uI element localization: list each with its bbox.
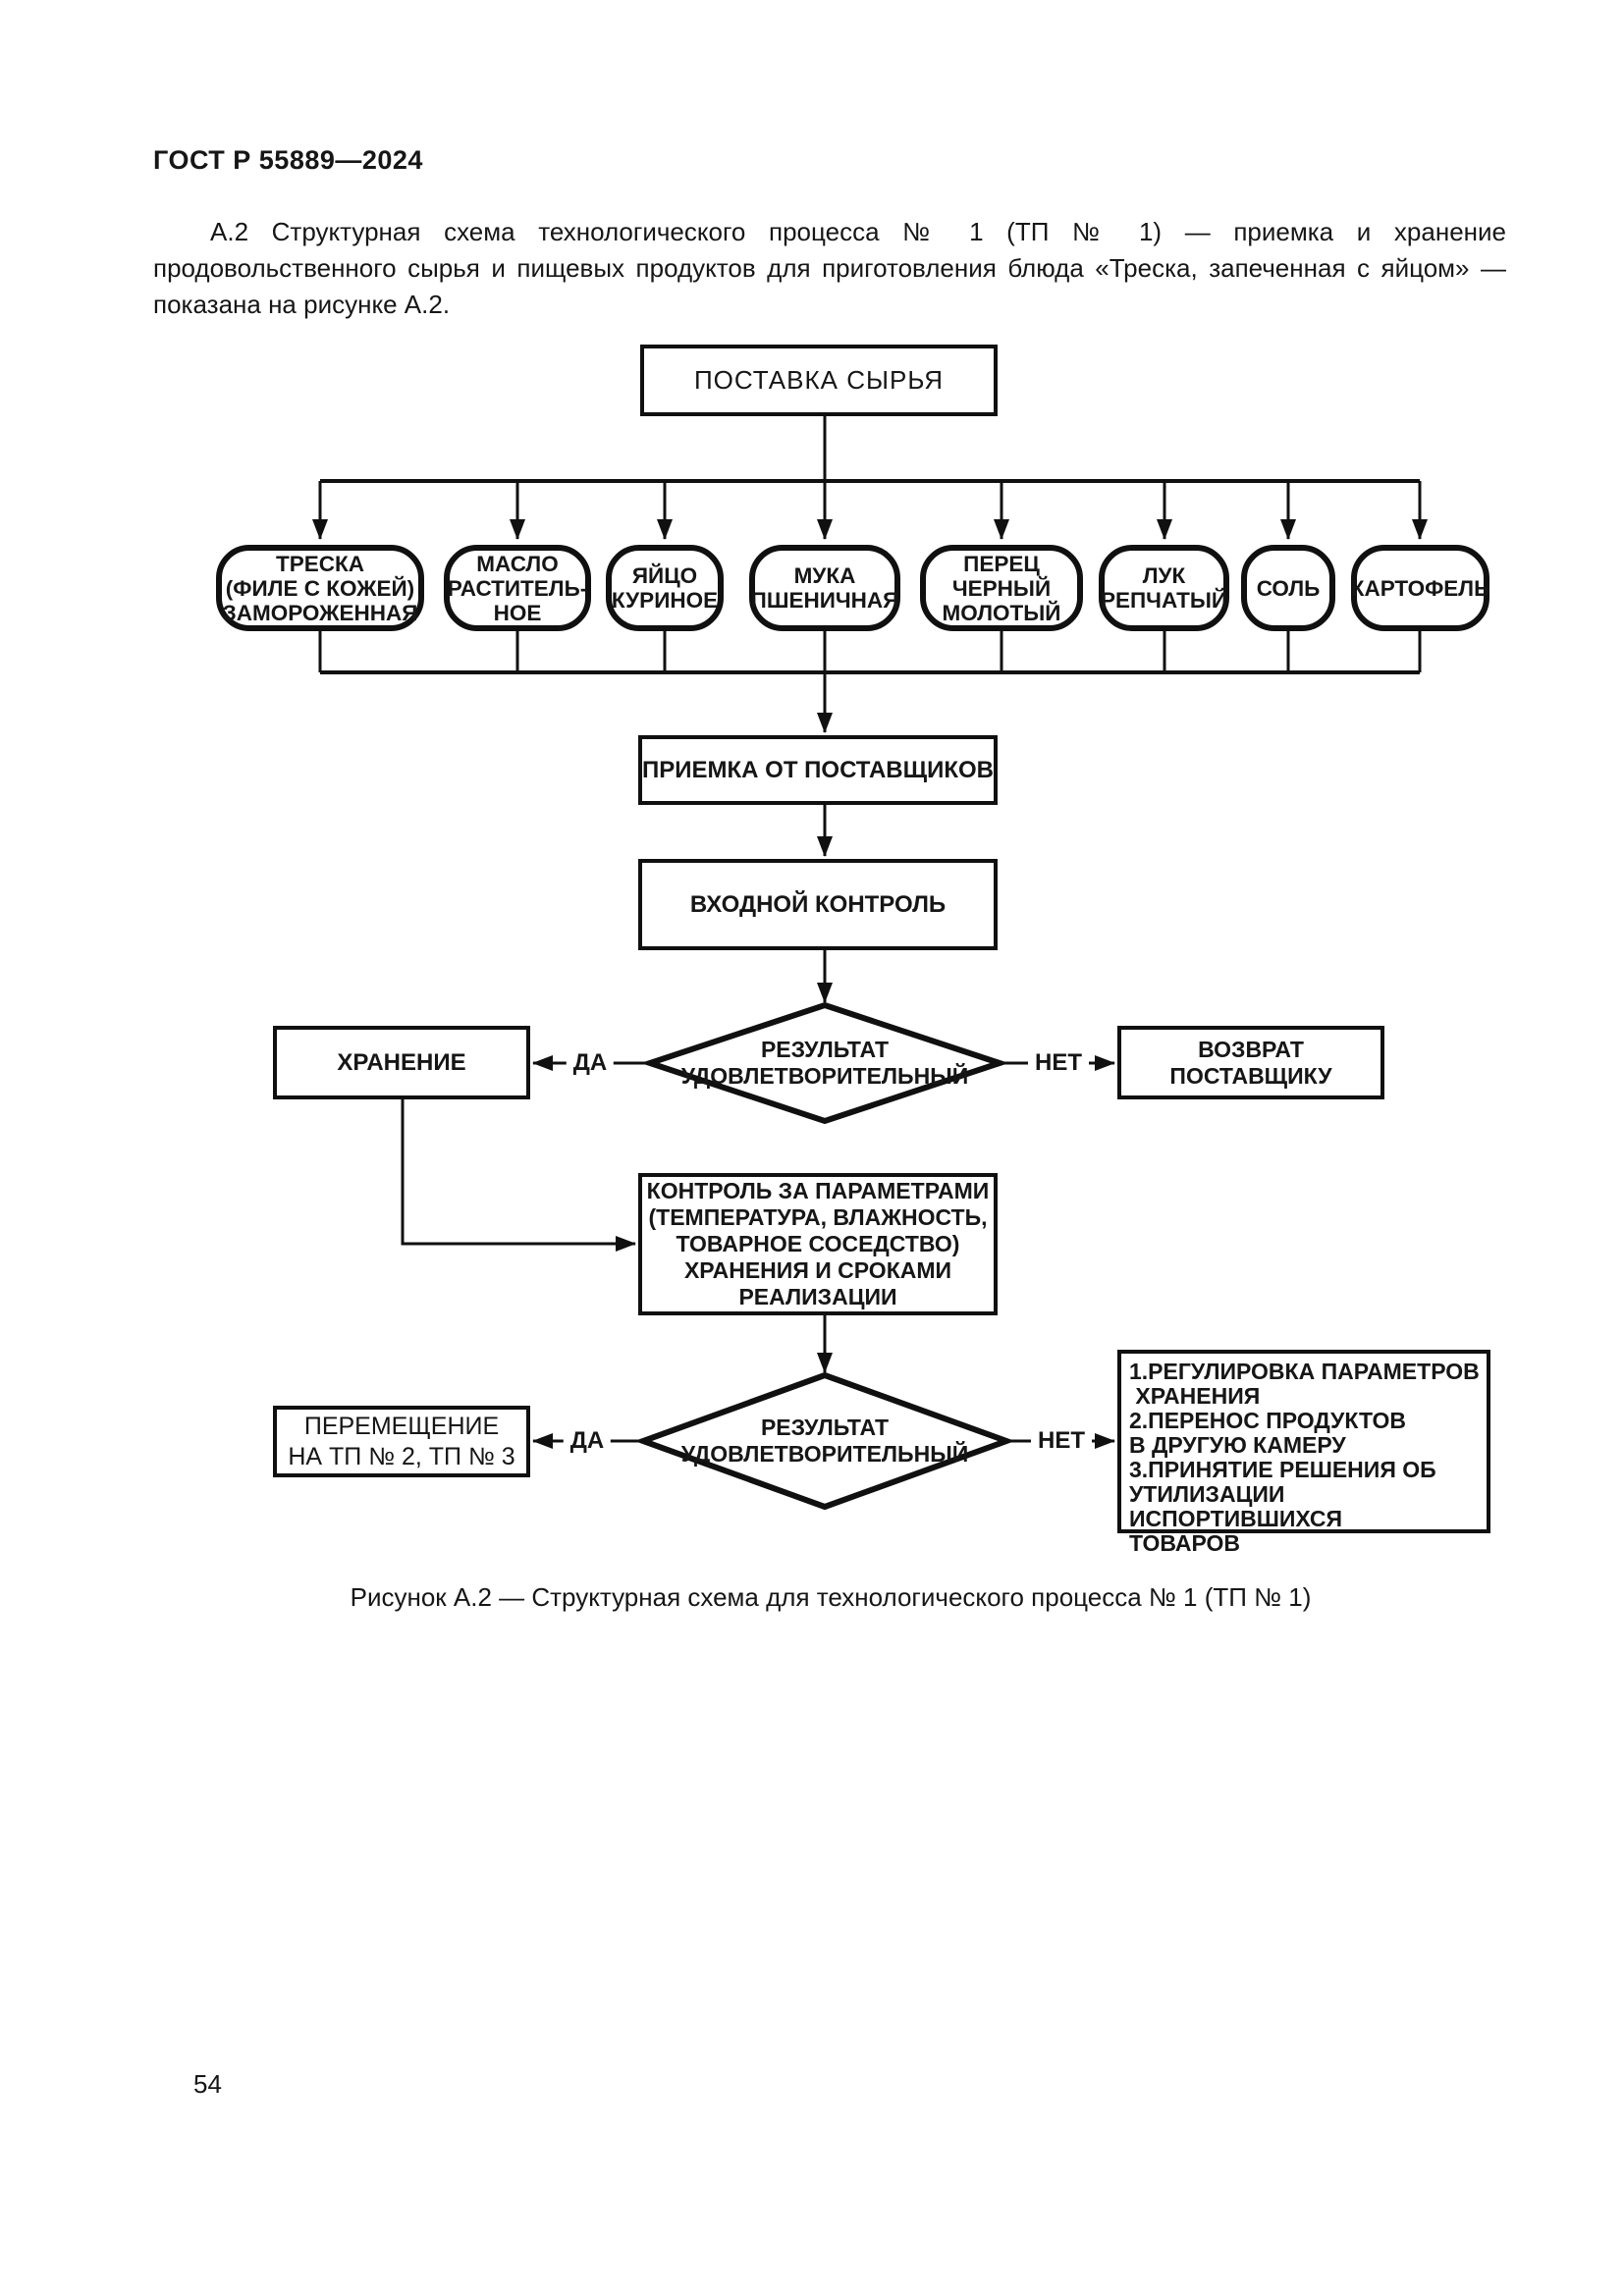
decision2-no-label: НЕТ — [1031, 1427, 1092, 1455]
decision2-diamond — [634, 1371, 1015, 1511]
node-acceptance: ПРИЕМКА ОТ ПОСТАВЩИКОВ — [638, 735, 998, 805]
node-ingredient-potato: КАРТОФЕЛЬ — [1351, 545, 1489, 631]
connector-lines — [312, 416, 1428, 1449]
decision2-yes-label: ДА — [563, 1427, 612, 1455]
node-ingredient-cod: ТРЕСКА (ФИЛЕ С КОЖЕЙ) ЗАМОРОЖЕННАЯ — [216, 545, 424, 631]
node-params-control: КОНТРОЛЬ ЗА ПАРАМЕТРАМИ (ТЕМПЕРАТУРА, ВЛ… — [638, 1173, 998, 1315]
page-number: 54 — [193, 2069, 222, 2099]
figure-caption: Рисунок А.2 — Структурная схема для техн… — [350, 1582, 1312, 1612]
page-header: ГОСТ Р 55889—2024 — [153, 145, 423, 175]
decision1-diamond — [640, 1001, 1009, 1125]
node-corrective-actions: 1.РЕГУЛИРОВКА ПАРАМЕТРОВ ХРАНЕНИЯ 2.ПЕРЕ… — [1117, 1350, 1490, 1556]
decision1-no-label: НЕТ — [1028, 1049, 1089, 1077]
intro-paragraph: А.2 Структурная схема технологического п… — [153, 217, 1506, 319]
node-storage: ХРАНЕНИЕ — [273, 1026, 530, 1099]
node-transfer: ПЕРЕМЕЩЕНИЕ НА ТП № 2, ТП № 3 — [273, 1406, 530, 1477]
node-incoming-control: ВХОДНОЙ КОНТРОЛЬ — [638, 859, 998, 950]
node-ingredient-salt: СОЛЬ — [1241, 545, 1335, 631]
decision1-yes-label: ДА — [566, 1049, 615, 1077]
node-ingredient-flour: МУКА ПШЕНИЧНАЯ — [749, 545, 900, 631]
node-ingredient-oil: МАСЛО РАСТИТЕЛЬ- НОЕ — [444, 545, 591, 631]
decision-diamonds — [634, 1001, 1015, 1511]
node-ingredient-egg: ЯЙЦО КУРИНОЕ — [606, 545, 724, 631]
decision2-label: РЕЗУЛЬТАТ УДОВЛЕТВОРИТЕЛЬНЫЙ — [680, 1415, 969, 1467]
node-supply: ПОСТАВКА СЫРЬЯ — [640, 345, 998, 416]
node-ingredient-pepper: ПЕРЕЦ ЧЕРНЫЙ МОЛОТЫЙ — [920, 545, 1083, 631]
decision1-label: РЕЗУЛЬТАТ УДОВЛЕТВОРИТЕЛЬНЫЙ — [680, 1037, 969, 1089]
node-ingredient-onion: ЛУК РЕПЧАТЫЙ — [1099, 545, 1229, 631]
node-return-to-supplier: ВОЗВРАТ ПОСТАВЩИКУ — [1117, 1026, 1384, 1099]
